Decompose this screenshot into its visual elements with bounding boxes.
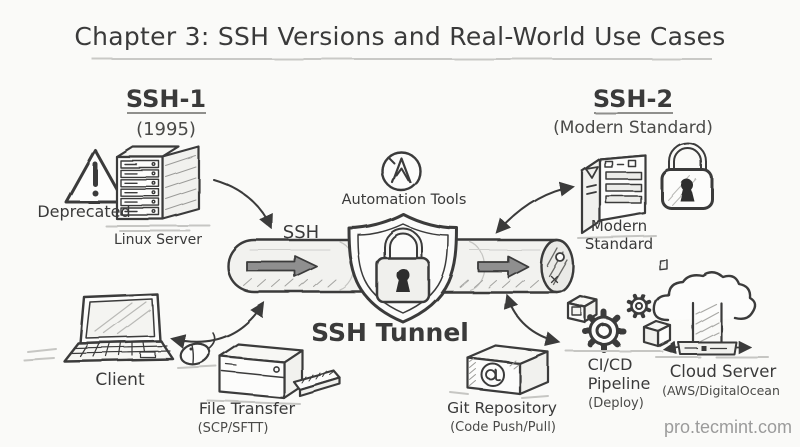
file-transfer-label: File Transfer <box>199 399 296 418</box>
arrow-tunnel-cicd <box>503 293 561 347</box>
warning-icon <box>64 148 126 204</box>
page-title: Chapter 3: SSH Versions and Real-World U… <box>74 22 725 51</box>
mouse-illustration <box>179 332 216 366</box>
cicd-label-line2: Pipeline <box>588 374 651 393</box>
modern-server-label-line1: Modern <box>591 217 647 235</box>
watermark: pro.tecmint.com <box>664 417 792 437</box>
linux-server-label: Linux Server <box>114 232 202 248</box>
automation-tools-icon <box>380 150 422 192</box>
cloud-server-label: Cloud Server <box>670 362 777 381</box>
deprecated-label: Deprecated <box>37 202 130 221</box>
labels-layer: Chapter 3: SSH Versions and Real-World U… <box>37 22 792 437</box>
ssh2-heading: SSH-2 <box>593 85 673 113</box>
tunnel-flow-arrow <box>246 255 318 278</box>
cicd-label-line1: CI/CD <box>588 355 633 374</box>
linux-server-illustration <box>105 145 211 232</box>
git-repository-label: Git Repository <box>447 399 557 417</box>
ssh1-year: (1995) <box>136 119 196 140</box>
ssh-protocol-label: SSH <box>283 222 319 243</box>
git-repository-illustration <box>449 344 550 399</box>
automation-tools-label: Automation Tools <box>342 192 467 208</box>
ssh-tunnel-label: SSH Tunnel <box>311 318 469 347</box>
arrow-tunnel-modern-server <box>495 181 575 235</box>
cicd-sublabel: (Deploy) <box>588 396 644 411</box>
file-transfer-sublabel: (SCP/SFTT) <box>198 421 269 436</box>
git-repository-sublabel: (Code Push/Pull) <box>450 420 556 435</box>
shield-lock-icon <box>347 212 459 324</box>
modern-server-illustration <box>577 153 657 239</box>
cloud-server-sublabel: (AWS/DigitalOcean <box>662 383 780 398</box>
arrow-server-to-tunnel <box>213 179 273 230</box>
arrow-client-tunnel <box>170 301 265 349</box>
cicd-pipeline-icon <box>565 259 672 353</box>
modern-server-label-line2: Standard <box>585 235 653 253</box>
padlock-icon <box>660 142 714 210</box>
ssh1-heading: SSH-1 <box>126 85 206 113</box>
ssh2-subtitle: (Modern Standard) <box>553 118 713 138</box>
cloud-server-illustration <box>652 271 769 358</box>
file-transfer-illustration <box>207 342 342 405</box>
tunnel-flow-arrow <box>477 255 529 278</box>
client-laptop-illustration <box>23 292 217 369</box>
client-label: Client <box>95 370 145 390</box>
